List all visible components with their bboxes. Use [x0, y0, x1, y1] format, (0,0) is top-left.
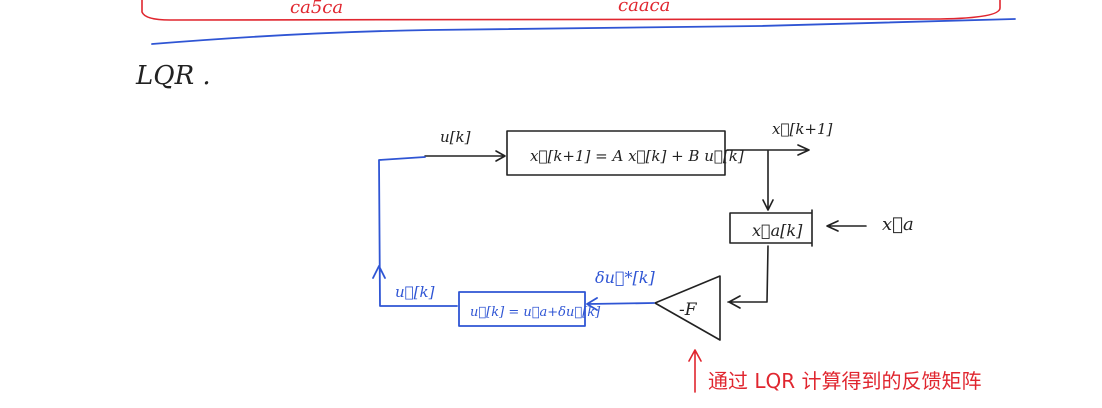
top-fragment-right: caaca: [618, 0, 670, 16]
delta-u-label: δu⃗*[k]: [595, 268, 655, 287]
update-box-label: u⃗[k] = u⃗a+δu⃗[k]: [470, 305, 601, 320]
reference-label: x⃗a: [882, 214, 914, 235]
gain-triangle: [654, 275, 721, 341]
down-arrow: [762, 150, 774, 211]
compare-box: [729, 209, 813, 247]
top-fragment-left: ca5ca: [290, 0, 343, 18]
feedback-loop-line: [372, 156, 458, 307]
plant-equation: x⃗[k+1] = A x⃗[k] + B u⃗[k]: [530, 147, 744, 165]
gain-to-update-arrow: [586, 297, 655, 311]
gain-label: -F: [679, 300, 698, 320]
annotation-arrow: [688, 349, 702, 393]
compare-to-gain-line: [727, 245, 769, 309]
plant-output-label: x⃗[k+1]: [772, 120, 833, 138]
top-red-box-outline: [141, 0, 1001, 21]
output-arrow: [726, 144, 810, 156]
compare-box-label: x⃗a[k]: [752, 221, 803, 240]
section-title: LQR .: [135, 61, 211, 91]
reference-arrow: [826, 220, 867, 232]
input-arrow: [424, 150, 506, 162]
update-box: [458, 291, 586, 327]
top-blue-underline: [151, 18, 1016, 45]
loop-label: u⃗[k]: [395, 283, 435, 301]
plant-box: [506, 130, 726, 176]
annotation-text: 通过 LQR 计算得到的反馈矩阵: [708, 369, 982, 393]
plant-input-label: u[k]: [440, 128, 471, 146]
